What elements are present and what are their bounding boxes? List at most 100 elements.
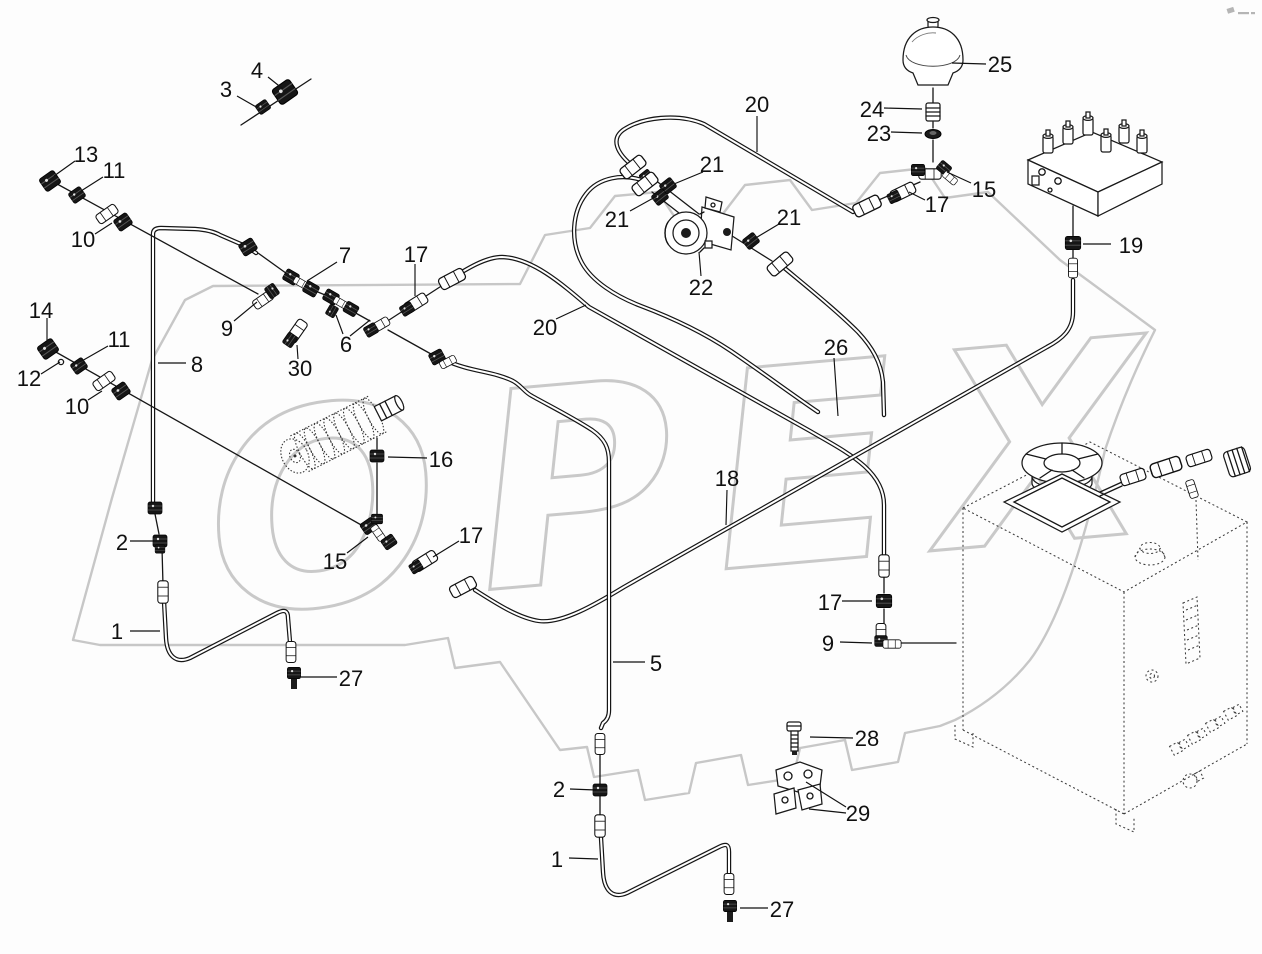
hex-nut xyxy=(67,185,87,205)
callout-5: 5 xyxy=(650,651,662,676)
barrel-fitting xyxy=(941,169,959,187)
fitting-30 xyxy=(281,317,309,349)
callout-leader-lines xyxy=(40,62,1111,909)
bolt-28 xyxy=(786,721,802,755)
callout-21: 21 xyxy=(700,152,724,177)
callout-15: 15 xyxy=(972,177,996,202)
hex-nut xyxy=(910,163,926,177)
tee-fitting-7 xyxy=(281,267,321,299)
callout-18: 18 xyxy=(715,466,739,491)
callout-11: 11 xyxy=(103,158,126,183)
hex-nut xyxy=(69,356,89,376)
solenoids xyxy=(1042,111,1148,154)
tank-ports xyxy=(1168,703,1244,789)
callout-27: 27 xyxy=(770,897,794,922)
hex-nut-16 xyxy=(369,449,385,463)
hose-end xyxy=(723,873,735,895)
hex-nut xyxy=(110,380,132,402)
callout-1: 1 xyxy=(551,847,563,872)
control-valve-22 xyxy=(664,196,735,255)
barrel-fitting xyxy=(1067,257,1079,279)
callout-26: 26 xyxy=(824,335,848,360)
bolt-27-left xyxy=(286,666,302,689)
tank-suction-assembly xyxy=(1099,446,1252,561)
barrel-fitting xyxy=(882,639,902,649)
callout-1: 1 xyxy=(111,619,123,644)
callout-17: 17 xyxy=(459,523,483,548)
hex-nut-17 xyxy=(875,593,893,609)
barrel-fitting xyxy=(594,733,606,755)
bolt-27-right xyxy=(722,899,738,922)
callout-28: 28 xyxy=(855,726,879,751)
hex-nut-21 xyxy=(741,231,761,251)
hex-nut xyxy=(722,899,738,913)
corner-mark xyxy=(1226,6,1255,15)
suction-fitting xyxy=(1184,447,1214,469)
callout-15: 15 xyxy=(323,549,347,574)
accumulator-fittings xyxy=(924,102,942,139)
watermark-emblem: OPEX xyxy=(71,166,1197,802)
fittings xyxy=(35,77,1082,922)
callout-29: 29 xyxy=(846,801,870,826)
callout-13: 13 xyxy=(74,142,98,167)
tank-filler-assembly xyxy=(1002,442,1122,533)
callout-21: 21 xyxy=(605,207,629,232)
callout-19: 19 xyxy=(1119,233,1143,258)
hose-end xyxy=(850,193,884,219)
o-ring-12 xyxy=(57,358,65,366)
clamp-assembly xyxy=(773,721,823,815)
hex-nut xyxy=(370,513,384,525)
callout-12: 12 xyxy=(17,366,41,391)
barrel-fitting xyxy=(878,554,890,578)
hex-nut xyxy=(147,501,163,515)
hex-nut-19 xyxy=(1064,235,1082,251)
hex-nut xyxy=(112,211,134,233)
callout-labels: 3413111014121110821277930617161517202026… xyxy=(17,52,1143,922)
callout-9: 9 xyxy=(822,631,834,656)
callout-9: 9 xyxy=(221,316,233,341)
callout-20: 20 xyxy=(745,92,769,117)
hex-nut xyxy=(154,544,166,554)
callout-8: 8 xyxy=(191,352,203,377)
hex-nut xyxy=(286,666,302,680)
callout-27: 27 xyxy=(339,666,363,691)
callout-4: 4 xyxy=(251,58,263,83)
elbow-fitting-9-bottom xyxy=(874,623,902,649)
hose-1-right xyxy=(601,838,729,895)
callout-30: 30 xyxy=(288,356,312,381)
callout-24: 24 xyxy=(860,97,884,122)
callout-10: 10 xyxy=(71,227,95,252)
fitting-17-mid xyxy=(398,291,430,318)
callout-17: 17 xyxy=(925,192,949,217)
coil-guard xyxy=(280,394,405,474)
callout-21: 21 xyxy=(777,205,801,230)
callout-6: 6 xyxy=(340,332,352,357)
hydraulic-tank xyxy=(954,441,1252,833)
callout-3: 3 xyxy=(220,77,232,102)
callout-25: 25 xyxy=(988,52,1012,77)
callout-17: 17 xyxy=(818,590,842,615)
callout-17: 17 xyxy=(404,242,428,267)
hose-end xyxy=(285,641,297,663)
tank-plug xyxy=(1145,669,1159,683)
callout-11: 11 xyxy=(108,327,131,352)
tank-cap xyxy=(1134,541,1166,566)
barrel-fitting xyxy=(157,580,169,604)
callout-16: 16 xyxy=(429,447,453,472)
hose-end xyxy=(436,266,468,292)
callout-2: 2 xyxy=(116,530,128,555)
callout-14: 14 xyxy=(29,298,53,323)
barrel-fitting xyxy=(594,814,606,838)
clamp-29 xyxy=(773,761,823,815)
callout-20: 20 xyxy=(533,315,557,340)
tank-sight-glass xyxy=(1182,596,1201,665)
solenoid-valve-block xyxy=(1026,111,1164,218)
cap-nut xyxy=(35,337,61,361)
callout-10: 10 xyxy=(65,394,89,419)
accumulator xyxy=(902,16,964,86)
callout-2: 2 xyxy=(553,777,565,802)
callout-22: 22 xyxy=(689,275,713,300)
callout-7: 7 xyxy=(339,243,351,268)
